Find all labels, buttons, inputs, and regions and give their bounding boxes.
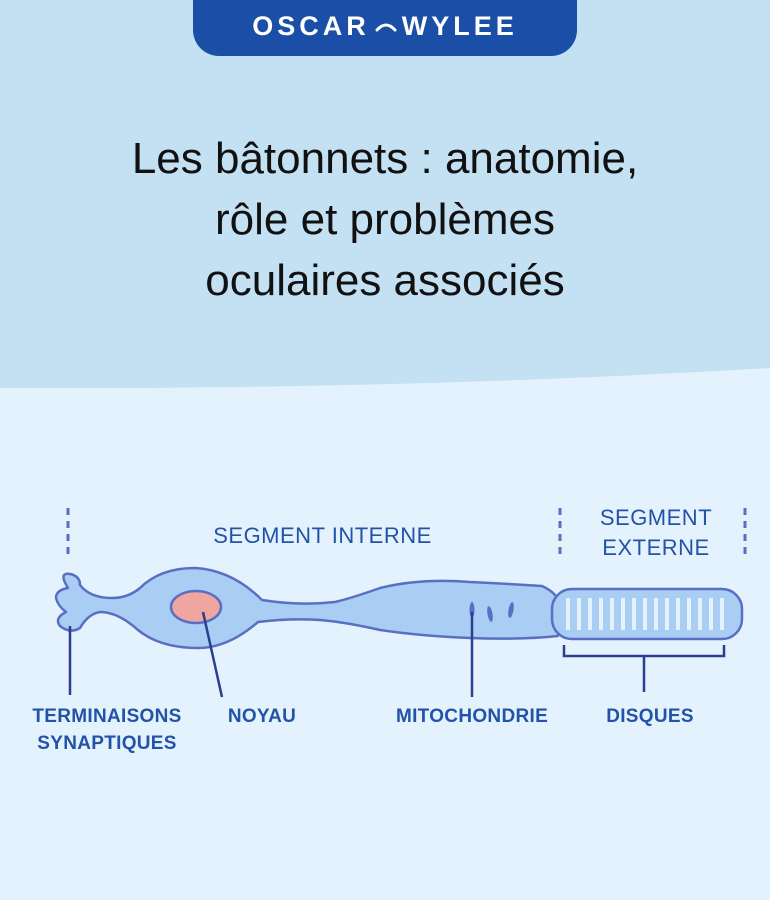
tilde-icon xyxy=(375,23,397,31)
segment-externe-line-2: EXTERNE xyxy=(602,535,710,560)
leader-noyau xyxy=(201,611,224,698)
logo-word-right: WYLEE xyxy=(401,11,518,41)
segment-interne-label: SEGMENT INTERNE xyxy=(213,523,432,548)
header-wave-edge xyxy=(0,360,770,420)
segment-externe-line-1: SEGMENT xyxy=(599,505,713,530)
title-line-2: rôle et problèmes xyxy=(215,195,555,244)
logo-word-left: OSCAR xyxy=(252,11,370,41)
nucleus xyxy=(169,589,223,625)
mitochondrion xyxy=(508,602,514,618)
terminaisons-line-1: TERMINAISONS xyxy=(32,706,182,727)
terminaisons-label: TERMINAISONS SYNAPTIQUES xyxy=(4,703,210,757)
terminaisons-line-2: SYNAPTIQUES xyxy=(37,733,177,754)
logo-text: OSCAR WYLEE xyxy=(252,11,518,42)
mitochondrion xyxy=(487,606,493,622)
title-line-1: Les bâtonnets : anatomie, xyxy=(131,134,639,183)
disques-label: DISQUES xyxy=(606,706,694,727)
noyau-label: NOYAU xyxy=(227,706,297,727)
segment-externe-label: SEGMENT EXTERNE xyxy=(568,503,744,563)
title-line-3: oculaires associés xyxy=(205,256,565,305)
bracket-disques xyxy=(562,645,726,692)
mitochondrie-label: MITOCHONDRIE xyxy=(395,706,549,727)
disks xyxy=(566,598,724,630)
brand-logo[interactable]: OSCAR WYLEE xyxy=(193,0,577,56)
page-title: Les bâtonnets : anatomie, rôle et problè… xyxy=(40,128,730,311)
inner-segment xyxy=(54,566,560,650)
header-band xyxy=(0,0,770,400)
